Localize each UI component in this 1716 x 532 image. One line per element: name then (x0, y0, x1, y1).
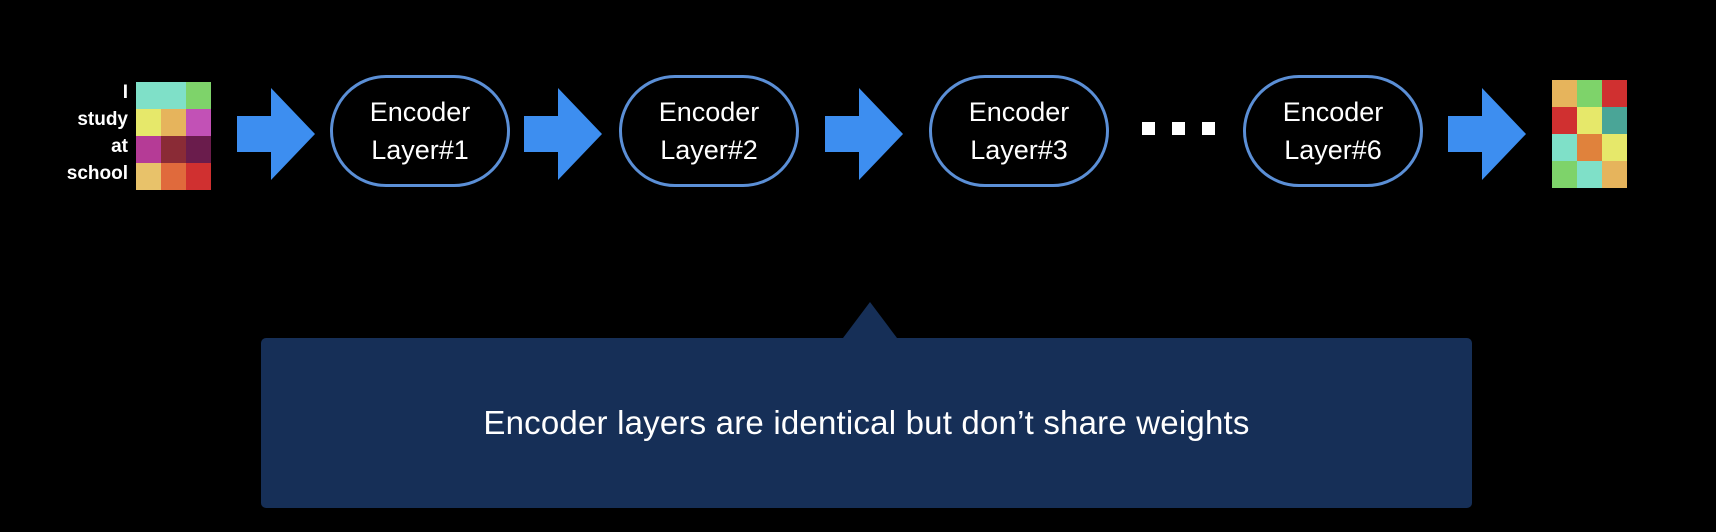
encoder-layer-number: Layer#1 (371, 135, 469, 165)
encoder-layer-number: Layer#6 (1284, 135, 1382, 165)
grid-cell (1577, 134, 1602, 161)
token-label: school (66, 163, 128, 184)
token-label: at (111, 136, 128, 157)
grid-cell (1552, 107, 1577, 134)
arrow-right-icon (237, 88, 315, 180)
callout-box: Encoder layers are identical but don’t s… (261, 338, 1472, 508)
ellipsis-dot (1142, 122, 1155, 135)
encoder-layer-number: Layer#3 (970, 135, 1068, 165)
grid-cell (1602, 107, 1627, 134)
grid-cell (161, 82, 186, 109)
grid-cell (1577, 107, 1602, 134)
output-embedding-grid (1552, 80, 1627, 188)
grid-cell (161, 109, 186, 136)
grid-cell (1577, 161, 1602, 188)
encoder-layer-2: Encoder Layer#2 (619, 75, 799, 187)
encoder-layer-3: Encoder Layer#3 (929, 75, 1109, 187)
encoder-layer-number: Layer#2 (660, 135, 758, 165)
arrow-right-icon (825, 88, 903, 180)
grid-cell (1552, 134, 1577, 161)
ellipsis-dot (1202, 122, 1215, 135)
grid-cell (161, 136, 186, 163)
grid-cell (1552, 80, 1577, 107)
grid-cell (186, 163, 211, 190)
arrow-right-icon (1448, 88, 1526, 180)
grid-cell (136, 82, 161, 109)
grid-cell (1602, 80, 1627, 107)
grid-cell (186, 109, 211, 136)
encoder-label: Encoder (968, 97, 1070, 127)
grid-cell (161, 163, 186, 190)
callout-pointer-icon (840, 302, 900, 342)
encoder-layer-6: Encoder Layer#6 (1243, 75, 1423, 187)
grid-cell (136, 163, 161, 190)
encoder-layer-1: Encoder Layer#1 (330, 75, 510, 187)
ellipsis-icon (1142, 122, 1215, 135)
grid-cell (136, 136, 161, 163)
token-label: I (122, 82, 128, 103)
token-label: study (77, 109, 128, 130)
encoder-label: Encoder (369, 97, 471, 127)
grid-cell (1602, 161, 1627, 188)
grid-cell (1577, 80, 1602, 107)
grid-cell (1552, 161, 1577, 188)
encoder-label: Encoder (1282, 97, 1384, 127)
grid-cell (136, 109, 161, 136)
ellipsis-dot (1172, 122, 1185, 135)
callout-text: Encoder layers are identical but don’t s… (483, 404, 1250, 441)
grid-cell (1602, 134, 1627, 161)
grid-cell (186, 136, 211, 163)
input-embedding-grid (136, 82, 211, 190)
grid-cell (186, 82, 211, 109)
encoder-label: Encoder (658, 97, 760, 127)
arrow-right-icon (524, 88, 602, 180)
